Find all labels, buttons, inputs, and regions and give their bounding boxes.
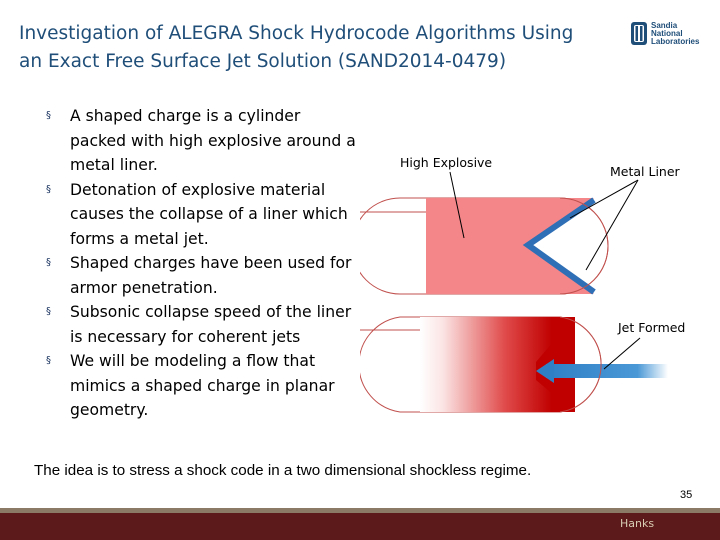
charge-front-cap bbox=[559, 197, 609, 295]
slide-title: Investigation of ALEGRA Shock Hydrocode … bbox=[19, 20, 619, 76]
label-high-explosive: High Explosive bbox=[400, 155, 493, 170]
bullet-marker: § bbox=[46, 257, 51, 268]
label-jet-formed: Jet Formed bbox=[618, 320, 686, 335]
high-explosive-fill bbox=[426, 198, 594, 294]
bullet-marker: § bbox=[46, 110, 51, 121]
footer-author: Hanks bbox=[620, 517, 655, 530]
bullet-text: A shaped charge is a cylinder packed wit… bbox=[70, 107, 356, 174]
charge-front-cap bbox=[559, 316, 602, 413]
logo-word-2: National bbox=[651, 29, 683, 38]
shaped-charge-diagram: High Explosive Metal Liner Jet Formed bbox=[351, 140, 720, 460]
label-metal-liner: Metal Liner bbox=[610, 164, 680, 179]
bullet-marker: § bbox=[46, 306, 51, 317]
jet-formed-leader bbox=[603, 337, 641, 370]
bullet-item: § Subsonic collapse speed of the liner is… bbox=[46, 300, 356, 349]
bullet-item: § Shaped charges have been used for armor… bbox=[46, 251, 356, 300]
bullet-text: Subsonic collapse speed of the liner is … bbox=[70, 303, 352, 346]
logo-word-1: Sandia bbox=[651, 21, 678, 30]
footer-accent-bar bbox=[0, 508, 720, 513]
charge-before-detonation bbox=[351, 197, 609, 295]
metal-liner bbox=[522, 197, 596, 295]
caption: The idea is to stress a shock code in a … bbox=[34, 462, 532, 479]
bullet-marker: § bbox=[46, 355, 51, 366]
slide-title-line-1: Investigation of ALEGRA Shock Hydrocode … bbox=[19, 23, 574, 44]
metal-liner-leader-b bbox=[585, 179, 639, 271]
footer-band bbox=[0, 513, 720, 540]
bullet-item: § We will be modeling a flow that mimics … bbox=[46, 349, 356, 423]
bullet-marker: § bbox=[46, 183, 51, 195]
bullet-item: § A shaped charge is a cylinder packed wi… bbox=[46, 104, 356, 178]
logo-word-3: Laboratories bbox=[651, 37, 700, 46]
sandia-logo: Sandia National Laboratories bbox=[631, 21, 700, 46]
bullet-text: Detonation of explosive material causes … bbox=[70, 180, 348, 248]
bullet-text: We will be modeling a flow that mimics a… bbox=[70, 352, 335, 419]
metal-jet bbox=[546, 364, 668, 378]
metal-liner-leader-a bbox=[569, 179, 639, 219]
high-explosive-leader bbox=[449, 171, 465, 239]
charge-after-detonation bbox=[358, 316, 668, 413]
bullet-list: § A shaped charge is a cylinder packed wi… bbox=[46, 104, 356, 423]
metal-jet-tip bbox=[536, 359, 554, 383]
slide-title-line-2: an Exact Free Surface Jet Solution (SAND… bbox=[19, 51, 507, 72]
shaped-charge-drawing bbox=[351, 171, 668, 413]
page-number: 35 bbox=[680, 489, 693, 501]
bullet-item: § Detonation of explosive material causes… bbox=[46, 178, 356, 252]
bullet-text: Shaped charges have been used for armor … bbox=[70, 254, 352, 297]
